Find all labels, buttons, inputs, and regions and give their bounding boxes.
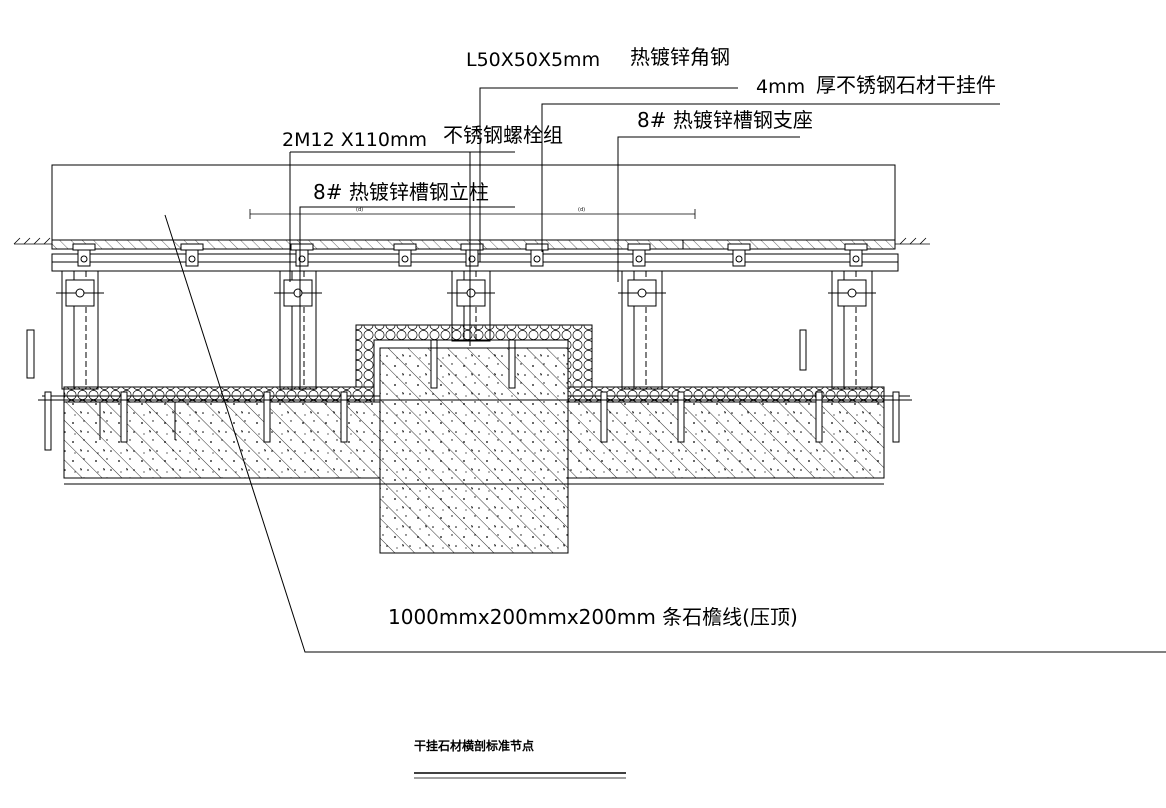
- hanger-name-label: 厚不锈钢石材干挂件: [816, 73, 996, 97]
- stone-panel-outline: [51, 164, 896, 240]
- eave-stone-label: 1000mmx200mmx200mm 条石檐线(压顶): [388, 605, 798, 629]
- bolt-name-label: 不锈钢螺栓组: [443, 123, 563, 147]
- drawing-title: 干挂石材横剖标准节点: [414, 738, 534, 753]
- channel-support-label: 8# 热镀锌槽钢支座: [637, 108, 813, 132]
- dimension-left-text: (d): [356, 207, 363, 213]
- leader-lines: [164, 87, 1166, 653]
- dimension-right-text: (d): [578, 207, 585, 213]
- angle-steel-name-label: 热镀锌角钢: [630, 45, 730, 69]
- ground-line: [13, 237, 930, 245]
- concrete-beam: [379, 347, 569, 554]
- channel-column-label: 8# 热镀锌槽钢立柱: [313, 180, 489, 204]
- edge-markers: [26, 329, 807, 440]
- stone-hangers: [72, 243, 868, 267]
- bolt-spec-label: 2M12 X110mm: [282, 129, 427, 151]
- concrete-slab: [63, 401, 885, 485]
- title-underline: [414, 772, 626, 779]
- anchor-bolts: [38, 339, 912, 451]
- hanger-thickness-label: 4mm: [756, 76, 805, 98]
- angle-steel-size-label: L50X50X5mm: [466, 49, 600, 71]
- dimension-line: [249, 209, 696, 219]
- column-clamps: [56, 279, 876, 307]
